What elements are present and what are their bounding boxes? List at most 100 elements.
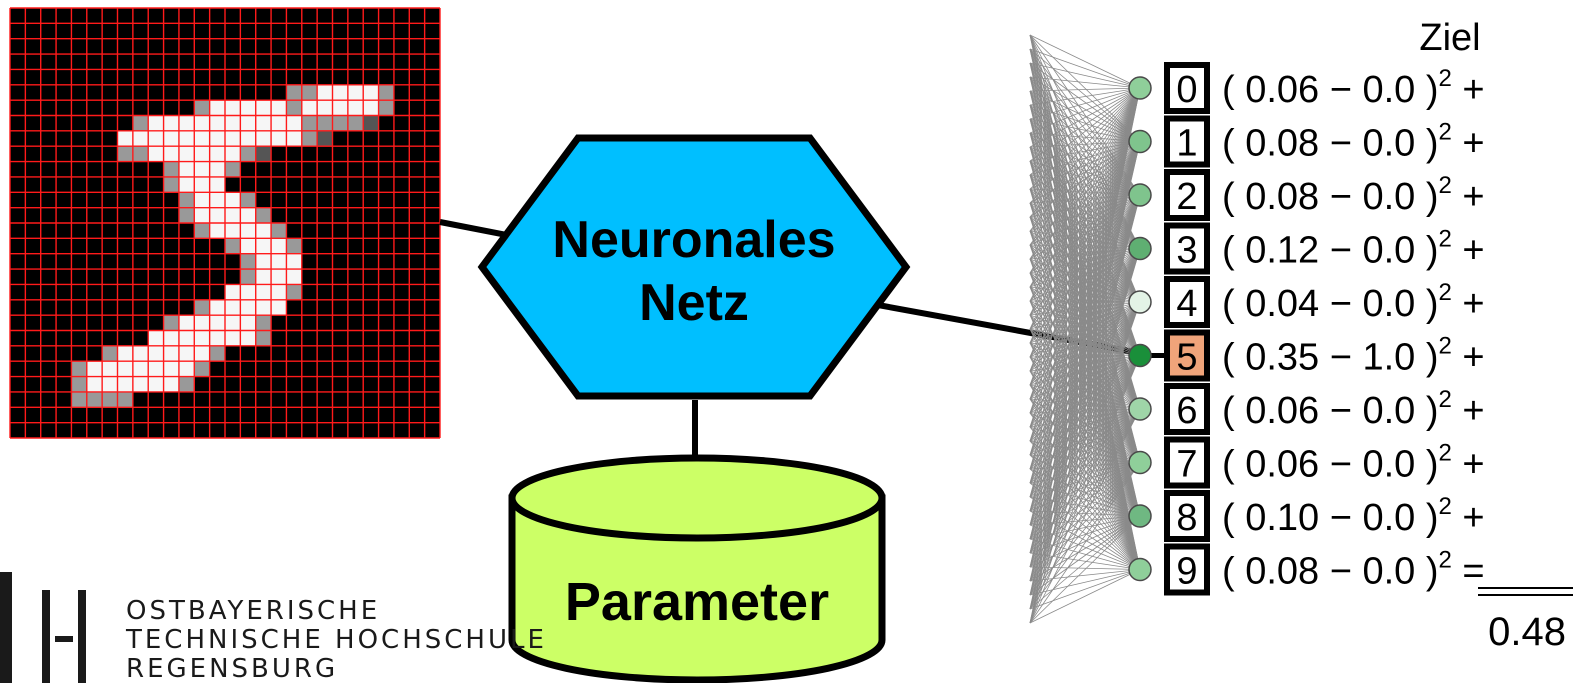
mnist-pixel (209, 176, 225, 193)
mnist-pixel (194, 299, 210, 316)
mnist-pixel (240, 192, 256, 208)
target-box-1 (1164, 115, 1210, 168)
mnist-pixel (225, 100, 241, 116)
digit-label-4: 4 (1176, 283, 1197, 325)
mnist-pixel (225, 315, 241, 331)
digit-label-5: 5 (1176, 337, 1197, 379)
mnist-pixel (148, 115, 164, 131)
output-node-2 (1128, 183, 1152, 207)
mnist-pixel (178, 345, 195, 362)
mnist-pixel (378, 84, 394, 101)
mnist-pixel (240, 269, 256, 285)
mnist-pixel (363, 84, 379, 101)
mnist-pixel (378, 100, 394, 116)
mnist-pixel (240, 223, 256, 239)
mnist-pixel (363, 100, 379, 116)
mnist-pixel (178, 315, 195, 331)
mnist-pixel (178, 330, 195, 346)
loss-term-2: ( 0.08 − 0.0 )2 + (1222, 172, 1485, 218)
mnist-pixel (317, 84, 333, 101)
mnist-pixel (271, 100, 287, 116)
mnist-pixel (240, 146, 256, 162)
mnist-pixel (225, 284, 241, 300)
output-node-0 (1128, 76, 1152, 100)
target-box-8 (1164, 490, 1210, 542)
mnist-pixel (255, 330, 272, 346)
mnist-pixel (163, 315, 179, 331)
mnist-pixel (209, 223, 225, 239)
target-box-3 (1164, 222, 1210, 275)
digit-label-3: 3 (1176, 230, 1197, 272)
mnist-pixel (178, 192, 195, 208)
mnist-pixel (209, 161, 225, 177)
output-node-5 (1128, 343, 1152, 368)
mnist-pixel (301, 130, 318, 147)
mnist-pixel (271, 238, 287, 254)
mnist-pixel (225, 299, 241, 316)
mnist-pixel (102, 376, 118, 392)
mnist-pixel (271, 130, 287, 147)
mnist-pixel (163, 146, 179, 162)
output-node-8 (1128, 504, 1152, 528)
mnist-pixel (255, 146, 272, 162)
mnist-pixel (286, 115, 302, 131)
mnist-pixel (194, 315, 210, 331)
mnist-pixel (255, 223, 272, 239)
mnist-pixel (209, 330, 225, 346)
target-box-9 (1164, 543, 1210, 596)
mnist-pixel (225, 115, 241, 131)
mnist-pixel (209, 315, 225, 331)
mnist-pixel (255, 269, 272, 285)
mnist-pixel (117, 130, 133, 147)
mnist-pixel (332, 100, 348, 116)
mnist-pixel (255, 284, 272, 300)
mnist-pixel (317, 115, 333, 131)
mnist-pixel (240, 299, 256, 316)
mnist-pixel (132, 376, 149, 392)
mnist-pixel (286, 130, 302, 147)
mnist-pixel (194, 223, 210, 239)
mnist-pixel (71, 361, 87, 377)
mnist-pixel (194, 100, 210, 116)
mnist-pixel (317, 130, 333, 147)
mnist-pixel (347, 115, 364, 131)
mnist-pixel (332, 84, 348, 101)
output-layer: 0( 0.06 − 0.0 )2 +1( 0.08 − 0.0 )2 +2( 0… (1128, 62, 1485, 596)
mnist-pixel (194, 115, 210, 131)
mnist-pixel (132, 130, 149, 147)
mnist-pixel (132, 361, 149, 377)
loss-term-9: ( 0.08 − 0.0 )2 = (1222, 547, 1485, 593)
mnist-pixel (117, 391, 133, 408)
mnist-pixel (209, 192, 225, 208)
mnist-pixel (301, 115, 318, 131)
mnist-pixel (71, 391, 87, 408)
mnist-pixel (240, 130, 256, 147)
mnist-pixel (163, 176, 179, 193)
mnist-pixel (132, 146, 149, 162)
mnist-pixel (301, 84, 318, 101)
digit-label-8: 8 (1176, 497, 1197, 539)
mnist-pixel (240, 207, 256, 223)
logo-line-3: REGENSBURG (126, 654, 339, 684)
output-node-1 (1128, 129, 1152, 154)
mnist-pixel (178, 161, 195, 177)
target-box-4 (1164, 276, 1210, 328)
mnist-pixel (317, 100, 333, 116)
mnist-pixel (301, 100, 318, 116)
mnist-pixel (132, 115, 149, 131)
mnist-pixel (347, 84, 364, 101)
output-layer-connections (1029, 34, 1141, 624)
digit-label-9: 9 (1176, 551, 1197, 593)
mnist-pixel (209, 130, 225, 147)
mnist-pixel (332, 115, 348, 131)
digit-label-6: 6 (1176, 390, 1197, 432)
mnist-pixel (240, 115, 256, 131)
mnist-pixel (194, 192, 210, 208)
output-node-4 (1128, 290, 1152, 314)
mnist-pixel (71, 376, 87, 392)
mnist-pixel (194, 130, 210, 147)
mnist-pixel (194, 176, 210, 193)
loss-term-0: ( 0.06 − 0.0 )2 + (1222, 65, 1485, 111)
mnist-pixel (286, 253, 302, 270)
